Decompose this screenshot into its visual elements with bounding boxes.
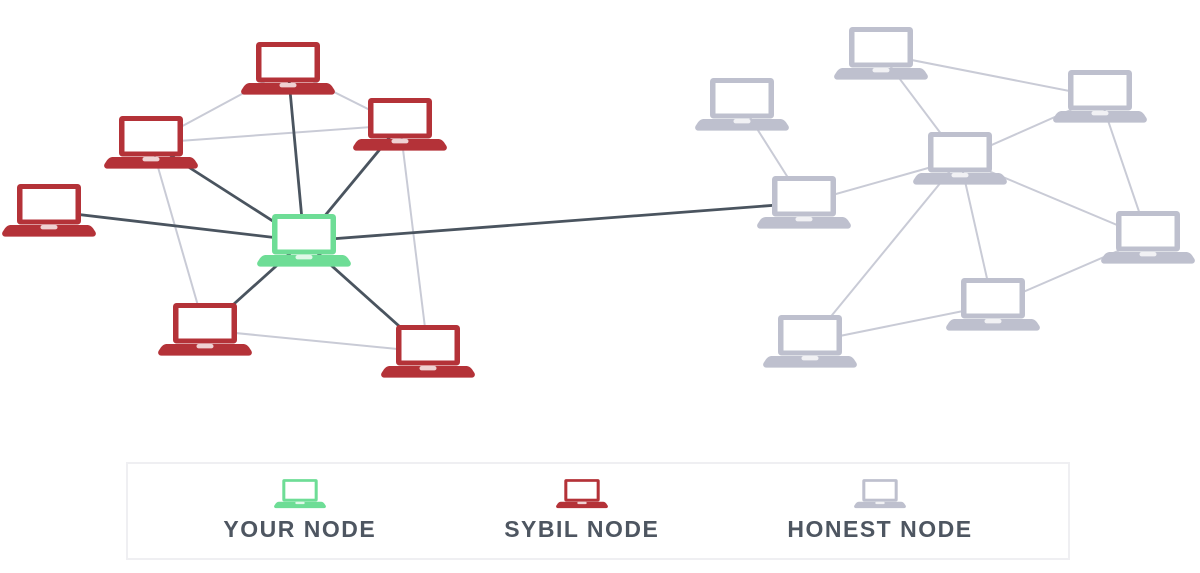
legend-item-your-node: YOUR NODE [223, 479, 376, 543]
legend-item-honest-node: HONEST NODE [787, 479, 972, 543]
your-node-icon [273, 479, 326, 509]
edge-sybil-3-sybil-6 [399, 124, 429, 353]
node-honest-7 [946, 278, 1040, 331]
node-sybil-5 [158, 303, 252, 356]
edge-your-honest-3 [303, 201, 805, 243]
honest-node-icon [854, 479, 906, 509]
node-honest-3 [757, 176, 851, 229]
edge-honest-4-honest-8 [809, 158, 961, 343]
your-node-label: YOUR NODE [223, 516, 377, 542]
network-graph [2, 27, 1195, 378]
node-sybil-4 [2, 184, 96, 237]
edge-sybil-2-sybil-3 [150, 124, 401, 144]
edge-sybil-5-sybil-6 [204, 329, 429, 353]
node-sybil-1 [241, 42, 335, 95]
node-honest-4 [913, 132, 1007, 185]
sybil-node-label: SYBIL NODE [504, 516, 660, 542]
node-your [257, 214, 351, 267]
node-sybil-3 [353, 98, 447, 151]
edge-your-sybil-4 [48, 209, 305, 243]
legend: YOUR NODE SYBIL NODE HONEST NODE [126, 462, 1070, 560]
edge-sybil-2-sybil-5 [150, 142, 206, 331]
node-sybil-6 [381, 325, 475, 378]
node-honest-5 [1053, 70, 1147, 123]
legend-item-sybil-node: SYBIL NODE [504, 479, 659, 543]
sybil-node-icon [555, 479, 608, 509]
honest-node-label: HONEST NODE [787, 516, 973, 542]
node-honest-1 [834, 27, 928, 80]
edge-honest-1-honest-5 [880, 53, 1101, 98]
node-honest-2 [695, 78, 789, 131]
node-sybil-2 [104, 116, 198, 169]
node-honest-6 [1101, 211, 1195, 264]
node-honest-8 [763, 315, 857, 368]
edge-your-sybil-1 [286, 68, 306, 242]
